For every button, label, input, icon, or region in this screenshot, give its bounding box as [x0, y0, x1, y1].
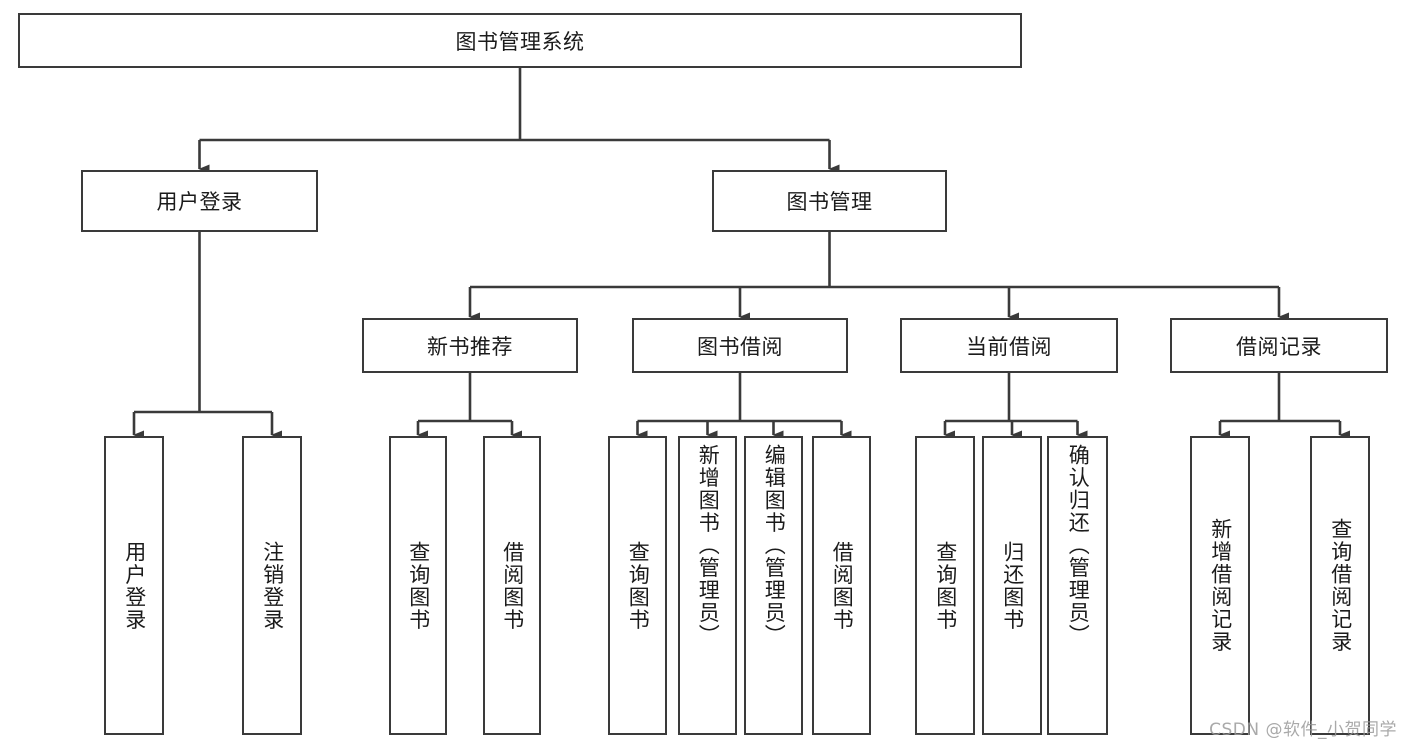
connector-lines [132, 68, 1350, 440]
node-leaf-borrow-2[interactable]: 新增图书（管理员） [678, 436, 737, 735]
node-label: 图书管理 [786, 190, 873, 214]
node-leaf-login-2[interactable]: 注销登录 [242, 436, 302, 735]
node-newbook[interactable]: 新书推荐 [362, 318, 578, 373]
node-root[interactable]: 图书管理系统 [18, 13, 1022, 68]
node-label: 确认归还（管理员） [1066, 444, 1091, 647]
watermark-label: CSDN @软件_小贺同学 [1209, 720, 1397, 740]
node-label: 新增图书（管理员） [696, 444, 721, 647]
node-label: 归还图书 [1000, 540, 1025, 631]
node-borrow[interactable]: 图书借阅 [632, 318, 848, 373]
node-current[interactable]: 当前借阅 [900, 318, 1118, 373]
node-label: 查询图书 [933, 540, 958, 631]
node-leaf-borrow-4[interactable]: 借阅图书 [812, 436, 871, 735]
node-leaf-cur-1[interactable]: 查询图书 [915, 436, 975, 735]
node-leaf-cur-2[interactable]: 归还图书 [982, 436, 1042, 735]
node-label: 用户登录 [156, 190, 243, 214]
node-label: 查询图书 [406, 540, 431, 631]
node-leaf-cur-3[interactable]: 确认归还（管理员） [1047, 436, 1108, 735]
node-label: 新增借阅记录 [1208, 518, 1233, 653]
node-label: 编辑图书（管理员） [762, 444, 787, 647]
node-label: 查询图书 [626, 540, 651, 631]
node-leaf-borrow-1[interactable]: 查询图书 [608, 436, 667, 735]
node-label: 当前借阅 [966, 334, 1052, 359]
node-label: 用户登录 [122, 540, 147, 631]
node-records[interactable]: 借阅记录 [1170, 318, 1388, 373]
node-login[interactable]: 用户登录 [81, 170, 318, 232]
node-label: 借阅图书 [500, 540, 525, 631]
node-label: 注销登录 [260, 540, 285, 631]
node-leaf-new-1[interactable]: 查询图书 [389, 436, 447, 735]
node-leaf-rec-2[interactable]: 查询借阅记录 [1310, 436, 1370, 735]
node-label: 借阅图书 [830, 540, 855, 631]
node-bookmgmt[interactable]: 图书管理 [712, 170, 947, 232]
node-leaf-new-2[interactable]: 借阅图书 [483, 436, 541, 735]
node-label: 图书管理系统 [455, 29, 585, 54]
node-leaf-borrow-3[interactable]: 编辑图书（管理员） [744, 436, 803, 735]
node-label: 查询借阅记录 [1328, 518, 1353, 653]
node-label: 图书借阅 [697, 334, 783, 359]
node-leaf-rec-1[interactable]: 新增借阅记录 [1190, 436, 1250, 735]
node-label: 新书推荐 [427, 334, 513, 359]
node-leaf-login-1[interactable]: 用户登录 [104, 436, 164, 735]
node-label: 借阅记录 [1236, 334, 1322, 359]
